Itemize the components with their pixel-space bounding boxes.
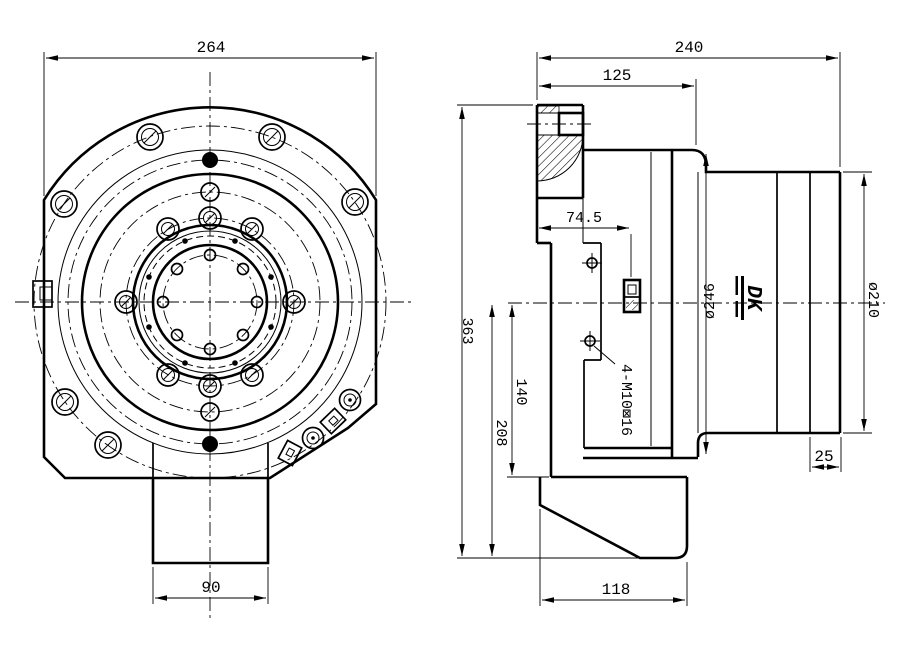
middle-bolt-holes [114,206,306,398]
dim-90-label: 90 [201,579,220,597]
tapped-hole [240,363,264,387]
key-slot [319,407,347,435]
dim-74-5: 74.5 [539,210,632,277]
side-view: DK 240 125 74.5 363 [457,39,885,606]
tapped-hole-marks [580,253,642,365]
hub-dashed-circle [143,235,277,369]
dim-90: 90 [152,567,269,604]
feature-hole [338,388,362,412]
bottom-tab [151,443,270,565]
dim-dia210-label: ø210 [864,282,881,318]
tapped-hole [198,374,222,398]
dim-125: 125 [539,67,697,145]
dim-140: 140 [507,305,549,478]
m10-hole [582,253,602,273]
dim-208: 208 [489,305,509,556]
leader-line [593,345,616,365]
side-outline [535,103,842,477]
flange-outline [42,106,378,480]
dim-363: 363 [457,104,640,559]
side-connector-block [32,280,53,308]
m10-hole [580,331,600,351]
inner-bolt-holes [156,248,264,356]
dim-125-label: 125 [603,67,632,85]
pilot-hole [200,182,220,202]
dim-74-5-label: 74.5 [566,210,602,227]
dim-264-label: 264 [197,39,226,57]
dim-dia246-label: ø246 [702,283,719,319]
ring-bold-circle [80,172,340,432]
mid-pilot-circle [99,191,321,413]
small-bolt-circle [162,254,258,350]
bolt-hole [51,388,79,416]
dim-208-label: 208 [492,419,509,446]
bolt-hole [50,190,78,218]
bolt-hole [341,188,369,216]
tapped-hole [114,290,138,314]
center-pins [200,152,220,452]
outer-bolt-holes [50,123,369,459]
brand-logo: DK [735,276,764,320]
dim-240: 240 [536,39,841,167]
keyway-section [537,111,585,137]
brand-logo-text: DK [741,285,764,313]
dim-264: 264 [43,39,377,196]
dim-25: 25 [809,437,842,472]
dim-dia246: ø246 [702,154,719,454]
chamfer-features [277,388,362,467]
pilot-hole [200,402,220,422]
dim-118-label: 118 [602,581,631,599]
dim-140-label: 140 [512,378,529,405]
tapped-hole [156,217,180,241]
front-view: 264 90 [15,39,412,620]
mounting-foot [538,475,689,560]
bolt-hole [94,431,122,459]
hub-step-circle [138,230,282,374]
dim-240-label: 240 [675,39,704,57]
dim-dia210: ø210 [843,171,881,434]
tapped-hole [240,217,264,241]
bore-circle [151,243,269,361]
bolt-hole [258,123,286,151]
feature-hole [301,426,325,450]
front-centerlines [15,72,412,620]
bolt-hole [136,123,164,151]
key-slot [277,439,303,467]
ring-outer-circle [57,149,363,455]
tapped-holes-note: 4-M10⊠16 [617,364,634,436]
plug-screw [622,278,642,314]
tapped-hole [198,206,222,230]
hub-dowel-dots [146,238,274,366]
dim-25-label: 25 [814,448,833,466]
tapped-hole [282,290,306,314]
tapped-hole [156,363,180,387]
dim-118: 118 [539,509,688,606]
dim-363-label: 363 [458,317,475,344]
